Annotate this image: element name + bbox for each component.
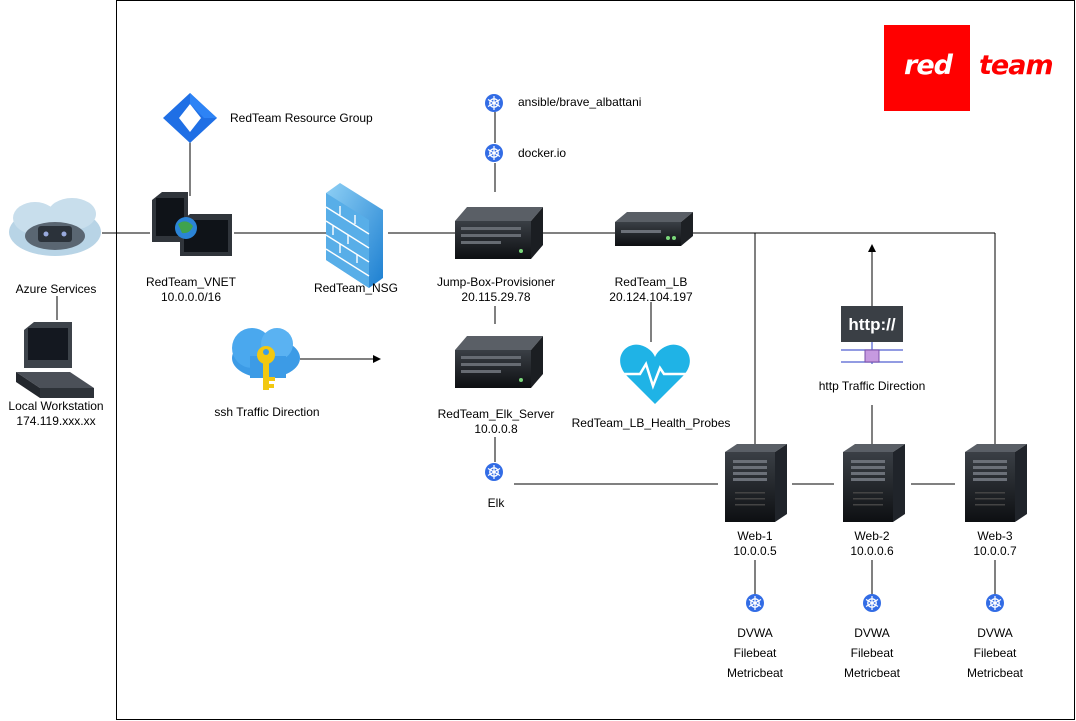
web1-ip: 10.0.0.5 — [733, 544, 777, 558]
web2-container-metricbeat: Metricbeat — [844, 666, 901, 680]
ansible-container-icon — [484, 93, 504, 113]
http-badge-text: http:// — [848, 315, 895, 334]
web1-name: Web-1 — [737, 529, 772, 543]
web2-container-icon — [862, 593, 882, 613]
local-workstation-name: Local Workstation — [8, 399, 103, 413]
elk-label: Elk — [488, 496, 506, 510]
web3-container-icon — [985, 593, 1005, 613]
local-workstation-icon — [16, 322, 94, 398]
web2-name: Web-2 — [854, 529, 889, 543]
web3-container-filebeat: Filebeat — [974, 646, 1017, 660]
health-probes-label: RedTeam_LB_Health_Probes — [572, 416, 731, 430]
jumpbox-name: Jump-Box-Provisioner — [437, 275, 555, 289]
web3-ip: 10.0.0.7 — [973, 544, 1017, 558]
firewall-icon — [325, 183, 383, 288]
logo-word-red: red — [904, 50, 953, 81]
web1-container-metricbeat: Metricbeat — [727, 666, 784, 680]
web1-container-filebeat: Filebeat — [734, 646, 777, 660]
web3-name: Web-3 — [977, 529, 1012, 543]
vnet-network-icon — [152, 192, 232, 256]
vnet-name: RedTeam_VNET — [146, 275, 237, 289]
lb-ip: 20.124.104.197 — [609, 290, 693, 304]
web3-container-dvwa: DVWA — [977, 626, 1013, 640]
connectors — [56, 112, 996, 595]
elk-server-name: RedTeam_Elk_Server — [438, 407, 555, 421]
elk-server-ip: 10.0.0.8 — [474, 422, 518, 436]
web2-ip: 10.0.0.6 — [850, 544, 894, 558]
redteam-logo — [884, 25, 970, 111]
web3-server-icon — [965, 444, 1027, 522]
jumpbox-ip: 20.115.29.78 — [461, 290, 531, 304]
azure-services-cloud-icon — [9, 198, 101, 256]
lb-name: RedTeam_LB — [615, 275, 688, 289]
load-balancer-icon — [615, 212, 693, 246]
docker-container-icon — [484, 143, 504, 163]
web2-container-filebeat: Filebeat — [851, 646, 894, 660]
elk-server-icon — [455, 336, 543, 388]
health-probe-heart-icon — [620, 344, 690, 404]
web2-container-dvwa: DVWA — [854, 626, 890, 640]
vnet-ip: 10.0.0.0/16 — [161, 290, 221, 304]
nsg-label: RedTeam_NSG — [314, 281, 398, 295]
ssh-traffic-label: ssh Traffic Direction — [214, 405, 319, 419]
http-traffic-label: http Traffic Direction — [819, 379, 926, 393]
ansible-label: ansible/brave_albattani — [518, 95, 641, 109]
jumpbox-server-icon — [455, 207, 543, 259]
resource-group-label: RedTeam Resource Group — [230, 111, 373, 125]
local-workstation-ip: 174.119.xxx.xx — [16, 414, 95, 428]
web2-server-icon — [843, 444, 905, 522]
web1-server-icon — [725, 444, 787, 522]
web1-container-dvwa: DVWA — [737, 626, 773, 640]
redteam-logo-text: red team — [884, 50, 1054, 86]
elk-container-icon — [484, 462, 504, 482]
web1-container-icon — [745, 593, 765, 613]
docker-label: docker.io — [518, 146, 566, 160]
http-traffic-icon: http:// — [841, 306, 903, 364]
web3-container-metricbeat: Metricbeat — [967, 666, 1024, 680]
cloud-boundary — [116, 0, 1075, 720]
key-vault-icon — [232, 328, 300, 390]
azure-services-label: Azure Services — [16, 282, 97, 296]
resource-group-icon — [163, 93, 217, 143]
logo-word-team: team — [979, 50, 1054, 81]
